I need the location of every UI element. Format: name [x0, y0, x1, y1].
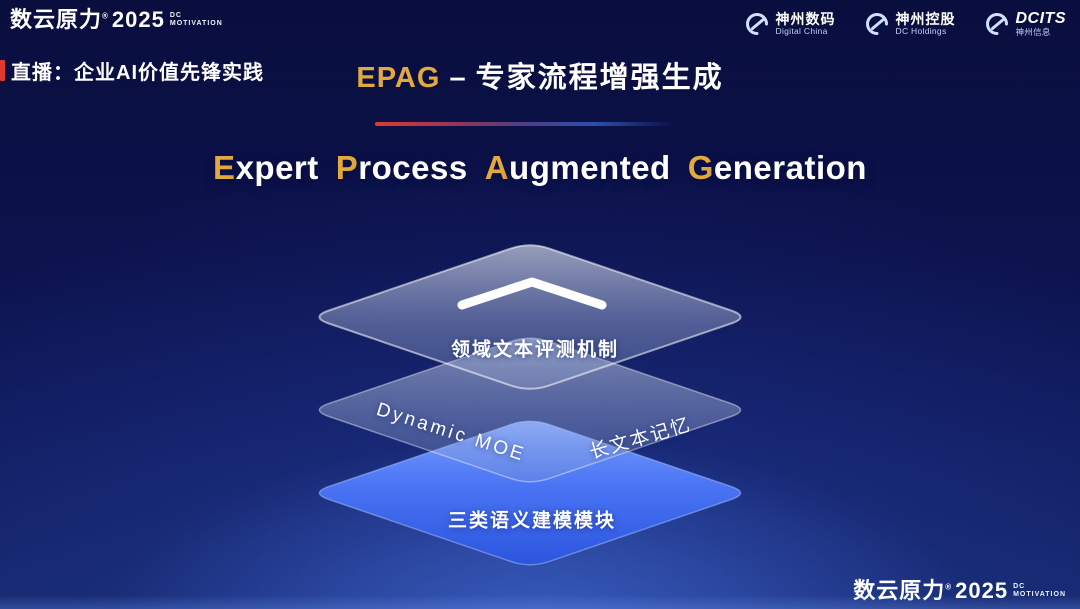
- brand-subtext: DC MOTIVATION: [170, 12, 223, 29]
- registered-mark: ®: [102, 11, 109, 21]
- brand-motivation: MOTIVATION: [169, 20, 223, 28]
- subtitle-rest: eneration: [713, 149, 867, 186]
- brand-year: 2025: [111, 7, 165, 32]
- partner-logos: 神州数码 Digital China 神州控股 DC Holdings DCIT…: [744, 10, 1067, 38]
- partner-logo-digital-china: 神州数码 Digital China: [744, 11, 836, 37]
- brand-wordmark: 数云原力®2025: [853, 580, 1008, 602]
- subtitle-initial: E: [213, 149, 236, 186]
- brand-motivation: MOTIVATION: [1013, 591, 1066, 599]
- partner-name: 神州数码: [775, 11, 836, 28]
- live-title-text: 直播：企业AI价值先锋实践: [11, 62, 264, 84]
- swoosh-icon: [985, 13, 1008, 36]
- subtitle-word-process: Process: [336, 149, 468, 187]
- bottom-glow: [0, 595, 1080, 609]
- partner-logo-dcits: DCITS 神州信息: [984, 10, 1067, 38]
- title-separator: –: [449, 62, 467, 94]
- subtitle-rest: rocess: [358, 149, 468, 186]
- brand-name: 数云原力: [10, 7, 103, 32]
- subtitle-word-expert: Expert: [213, 149, 319, 187]
- brand-name: 数云原力: [853, 578, 946, 603]
- partner-name: DCITS: [1015, 10, 1066, 27]
- layer-label-evaluation: 领域文本评测机制: [450, 339, 620, 361]
- subtitle-word-augmented: Augmented: [485, 149, 671, 187]
- brand-subtext: DC MOTIVATION: [1013, 583, 1066, 600]
- partner-subname: Digital China: [775, 26, 828, 37]
- swoosh-icon: [865, 13, 888, 36]
- subtitle-english: Expert Process Augmented Generation: [0, 149, 1080, 187]
- brand-year: 2025: [955, 578, 1009, 603]
- chevron-up-icon: [457, 277, 607, 310]
- subtitle-rest: xpert: [235, 149, 319, 186]
- brand-logo-footer: 数云原力®2025 DC MOTIVATION: [853, 580, 1066, 602]
- partner-logo-dc-holdings: 神州控股 DC Holdings: [864, 11, 956, 37]
- partner-text-block: 神州控股 DC Holdings: [896, 11, 956, 37]
- page-title: EPAG–专家流程增强生成: [0, 54, 1080, 96]
- red-accent-bar: [0, 60, 5, 81]
- registered-mark: ®: [945, 582, 953, 592]
- subtitle-initial: G: [687, 149, 714, 186]
- partner-subname: 神州信息: [1015, 27, 1051, 38]
- subtitle-word-generation: Generation: [688, 149, 867, 187]
- brand-wordmark: 数云原力®2025: [10, 9, 165, 31]
- subtitle-initial: P: [335, 149, 359, 186]
- swoosh-icon: [745, 13, 768, 36]
- layer-diagram: 领域文本评测机制 Dynamic MOE 长文本记忆 三类语义建模模块: [270, 225, 790, 575]
- live-title: 直播：企业AI价值先锋实践: [0, 56, 264, 85]
- brand-dc: DC: [169, 12, 182, 19]
- partner-subname: DC Holdings: [895, 26, 947, 37]
- partner-text-block: DCITS 神州信息: [1016, 10, 1067, 38]
- layer-stack-svg: [318, 244, 742, 566]
- partner-name: 神州控股: [895, 11, 956, 28]
- subtitle-initial: A: [484, 149, 510, 186]
- partner-text-block: 神州数码 Digital China: [776, 11, 836, 37]
- title-acronym: EPAG: [356, 62, 441, 94]
- glass-layer-top: [318, 244, 742, 390]
- layer-label-semantic-modules: 三类语义建模模块: [447, 510, 617, 532]
- title-chinese: 专家流程增强生成: [475, 62, 724, 94]
- brand-dc: DC: [1013, 583, 1026, 590]
- subtitle-rest: ugmented: [509, 149, 671, 186]
- gradient-divider: [375, 122, 671, 126]
- brand-logo-header: 数云原力®2025 DC MOTIVATION: [10, 9, 223, 31]
